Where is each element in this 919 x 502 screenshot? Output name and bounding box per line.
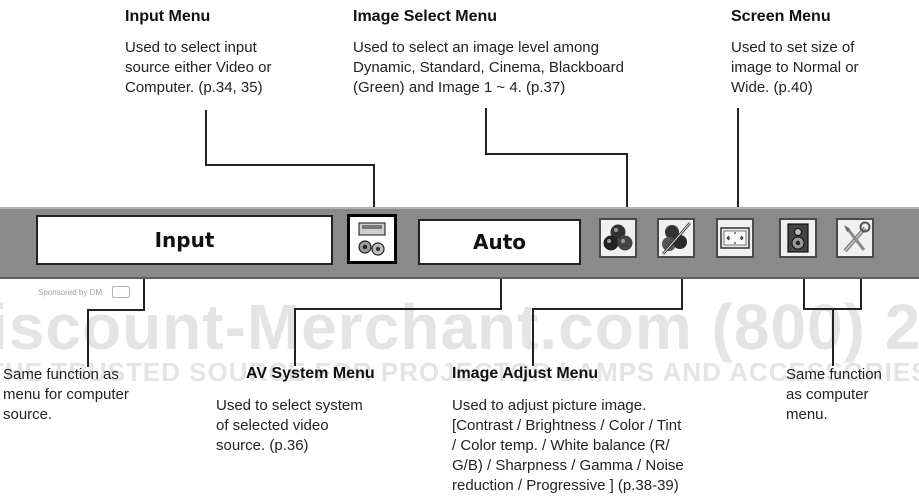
image-select-menu-title: Image Select Menu bbox=[353, 8, 498, 25]
av-system-leader-top bbox=[500, 279, 502, 310]
image-adjust-leader-top bbox=[681, 279, 683, 310]
same-function-left-desc: Same function as menu for computer sourc… bbox=[3, 366, 129, 423]
image-select-leader-drop bbox=[626, 153, 628, 211]
input-menu-title: Input Menu bbox=[125, 8, 211, 25]
input-source-icon bbox=[358, 222, 386, 256]
image-adjust-leader-drop bbox=[532, 308, 534, 366]
screen-menu-title: Screen Menu bbox=[731, 8, 831, 25]
image-select-icon bbox=[603, 224, 633, 251]
tools-icon bbox=[843, 221, 871, 253]
same-function-left-leader-h bbox=[87, 309, 145, 311]
image-adjust-menu-desc: Used to adjust picture image. [Contrast … bbox=[452, 397, 684, 494]
screen-menu-desc: Used to set size of image to Normal or W… bbox=[731, 39, 859, 96]
watermark-logo bbox=[112, 286, 130, 298]
same-function-right-leader-b bbox=[860, 279, 862, 310]
av-system-menu-title: AV System Menu bbox=[246, 365, 375, 382]
image-select-menu-desc: Used to select an image level among Dyna… bbox=[353, 39, 624, 96]
input-display: Input bbox=[36, 215, 333, 265]
av-system-leader-drop bbox=[294, 308, 296, 366]
image-adjust-button[interactable] bbox=[657, 218, 695, 258]
input-source-button[interactable] bbox=[347, 214, 397, 264]
same-function-left-leader-top bbox=[143, 279, 145, 311]
speaker-icon bbox=[787, 223, 809, 253]
input-menu-leader bbox=[205, 110, 207, 166]
system-display: Auto bbox=[418, 219, 581, 265]
image-select-leader bbox=[485, 108, 487, 155]
image-select-button[interactable] bbox=[599, 218, 637, 258]
watermark-sub: THE TRUSTED SOURCE FOR PROJECTOR LAMPS A… bbox=[0, 357, 919, 387]
image-adjust-icon bbox=[662, 222, 691, 255]
same-function-right-leader-a bbox=[803, 279, 805, 310]
same-function-right-leader-drop bbox=[832, 308, 834, 366]
input-menu-desc: Used to select input source either Video… bbox=[125, 39, 272, 96]
watermark-sponsor: Sponsored by DM bbox=[38, 288, 103, 297]
input-menu-leader-h bbox=[205, 164, 375, 166]
screen-menu-leader bbox=[737, 108, 739, 211]
screen-button[interactable] bbox=[716, 218, 754, 258]
image-select-leader-h bbox=[485, 153, 628, 155]
same-function-left-leader-drop bbox=[87, 309, 89, 367]
screen-icon bbox=[720, 227, 750, 249]
av-system-leader-h bbox=[294, 308, 502, 310]
tools-button[interactable] bbox=[836, 218, 874, 258]
input-menu-leader-drop bbox=[373, 164, 375, 211]
sound-button[interactable] bbox=[779, 218, 817, 258]
watermark-main: iscount-Merchant.com (800) 281-88 bbox=[0, 291, 919, 363]
av-system-menu-desc: Used to select system of selected video … bbox=[216, 397, 363, 454]
same-function-right-desc: Same function as computer menu. bbox=[786, 366, 882, 423]
image-adjust-menu-title: Image Adjust Menu bbox=[452, 365, 599, 382]
image-adjust-leader-h bbox=[532, 308, 683, 310]
